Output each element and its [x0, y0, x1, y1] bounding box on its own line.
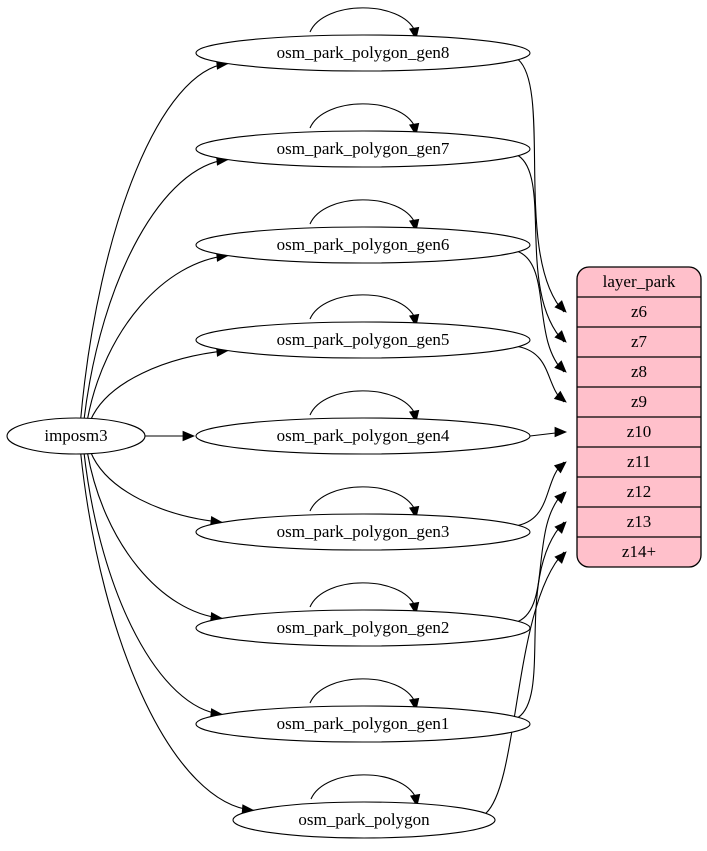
node-label-gen6: osm_park_polygon_gen6	[277, 235, 450, 254]
node-label-gen4: osm_park_polygon_gen4	[277, 426, 450, 445]
arrowhead-base-to-z14p	[554, 551, 567, 564]
self-loop-gen1	[309, 678, 416, 704]
arrowhead-gen6-to-z8	[554, 360, 567, 373]
layer-park-header: layer_park	[603, 272, 676, 291]
edge-gen1-to-z13	[517, 521, 565, 718]
layer-park-row-z12[interactable]: z12	[627, 482, 652, 501]
arrowhead-gen8-to-z6	[554, 300, 567, 313]
edge-gen7-to-z7	[517, 155, 565, 343]
node-base[interactable]	[232, 801, 496, 839]
edge-imposm3-to-gen6	[86, 255, 228, 421]
self-loop-gen8	[309, 7, 416, 33]
edge-imposm3-to-gen7	[83, 159, 228, 421]
node-label-gen3: osm_park_polygon_gen3	[277, 522, 450, 541]
arrowhead-gen4-to-z10	[554, 426, 568, 438]
edge-imposm3-to-gen1	[83, 451, 223, 715]
layer-park-row-z9[interactable]: z9	[631, 392, 647, 411]
node-gen5[interactable]	[195, 321, 531, 359]
self-loop-gen2	[309, 582, 416, 608]
edge-imposm3-to-base	[80, 451, 254, 811]
node-label-gen2: osm_park_polygon_gen2	[277, 618, 450, 637]
node-label-gen7: osm_park_polygon_gen7	[277, 139, 450, 158]
edge-gen6-to-z8	[518, 251, 565, 373]
node-gen8[interactable]	[195, 34, 531, 72]
layer-park-row-z7[interactable]: z7	[631, 332, 648, 351]
arrowhead-imposm3-to-gen4	[182, 430, 196, 442]
edge-base-to-z14p	[485, 551, 565, 814]
source-node-imposm3: imposm3	[6, 417, 146, 455]
record-node-layer-park: layer_park z6 z7 z8 z9 z10 z11 z12 z13 z14+	[576, 266, 702, 568]
node-gen1[interactable]	[195, 705, 531, 743]
self-loop-gen4	[309, 390, 416, 416]
edge-imposm3-to-gen5	[90, 350, 228, 421]
node-label-gen8: osm_park_polygon_gen8	[277, 43, 450, 62]
node-label-gen5: osm_park_polygon_gen5	[277, 330, 450, 349]
edges-to-layer-park	[485, 59, 568, 814]
self-loop-edges	[309, 7, 421, 808]
edge-imposm3-to-gen8	[80, 63, 228, 421]
layer-park-row-z14p[interactable]: z14+	[622, 542, 656, 561]
arrowhead-gen7-to-z7	[554, 330, 567, 343]
edge-gen8-to-z6	[517, 59, 565, 313]
self-loop-gen6	[309, 199, 416, 225]
node-imposm3[interactable]	[6, 417, 146, 455]
arrowhead-gen2-to-z12	[554, 491, 567, 504]
edge-gen5-to-z9	[518, 346, 565, 403]
node-label-base: osm_park_polygon	[298, 810, 430, 829]
layer-park-row-z13[interactable]: z13	[627, 512, 652, 531]
node-gen3[interactable]	[195, 513, 531, 551]
layer-park-row-z10[interactable]: z10	[627, 422, 652, 441]
self-loop-base	[310, 774, 417, 800]
node-gen4[interactable]	[195, 417, 531, 455]
node-gen2[interactable]	[195, 609, 531, 647]
self-loop-gen3	[309, 486, 416, 512]
self-loop-gen5	[309, 294, 416, 320]
self-loop-gen7	[309, 103, 416, 129]
edge-imposm3-to-gen3	[90, 451, 223, 523]
edge-gen3-to-z11	[518, 461, 565, 526]
node-label-gen1: osm_park_polygon_gen1	[277, 714, 450, 733]
layer-park-row-z6[interactable]: z6	[631, 302, 647, 321]
edge-imposm3-to-gen2	[86, 451, 223, 619]
node-gen6[interactable]	[195, 226, 531, 264]
layer-park-row-z11[interactable]: z11	[627, 452, 651, 471]
node-label-imposm3: imposm3	[44, 426, 107, 445]
polygon-nodes: osm_park_polygon_gen8 osm_park_polygon_ge…	[195, 34, 531, 839]
arrowhead-gen3-to-z11	[553, 461, 567, 474]
edge-gen2-to-z12	[518, 491, 565, 622]
arrowhead-gen5-to-z9	[553, 390, 567, 403]
node-gen7[interactable]	[195, 130, 531, 168]
layer-park-row-z8[interactable]: z8	[631, 362, 647, 381]
arrowhead-gen1-to-z13	[554, 521, 567, 534]
